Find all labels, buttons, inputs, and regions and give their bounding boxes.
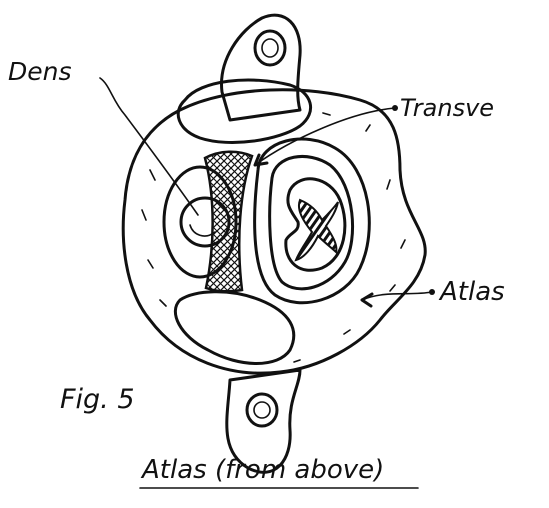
figure-number: Fig. 5	[60, 384, 135, 415]
dens-leader	[100, 78, 198, 215]
lower-articular-facet	[175, 292, 293, 364]
atlas-label: Atlas	[438, 277, 505, 307]
figure-caption: Atlas (from above)	[140, 455, 384, 485]
upper-transverse-process	[222, 15, 301, 120]
lower-foramen	[247, 394, 277, 426]
upper-foramen	[255, 31, 285, 65]
dens-label: Dens	[8, 57, 72, 86]
grey-matter	[296, 200, 338, 260]
bone-texture	[142, 113, 405, 362]
transverse-label: Transve	[400, 94, 494, 122]
atlas-ring	[123, 90, 425, 373]
